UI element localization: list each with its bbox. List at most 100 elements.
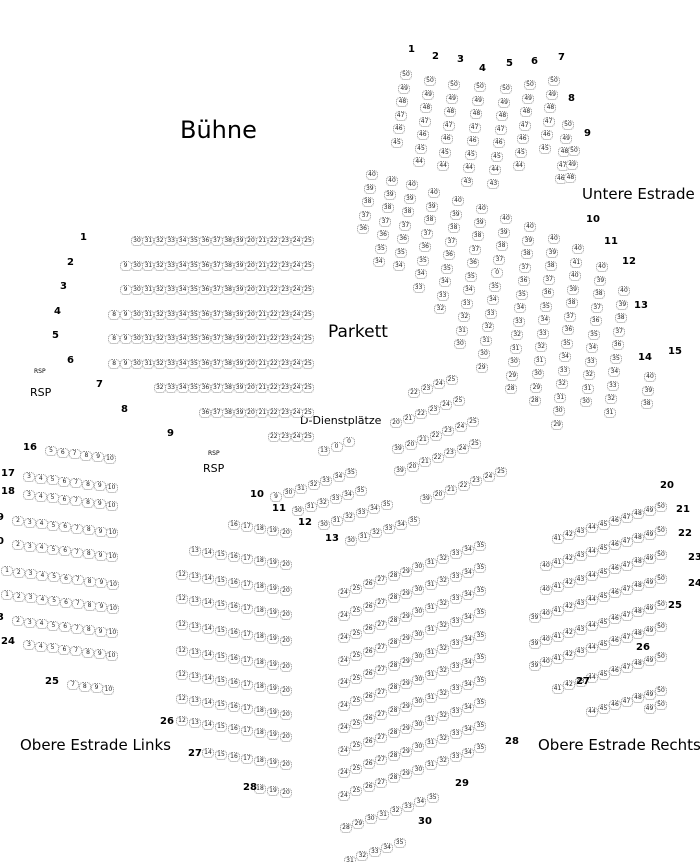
seat[interactable]: 7 <box>68 449 81 459</box>
seat[interactable]: 46 <box>609 614 621 624</box>
seat[interactable]: 39 <box>233 407 246 418</box>
seat[interactable]: 26 <box>362 669 375 680</box>
seat[interactable]: 22 <box>267 260 280 271</box>
seat[interactable]: 17 <box>241 754 253 764</box>
seat[interactable]: 34 <box>462 590 474 600</box>
seat[interactable]: 22 <box>457 480 470 491</box>
seat[interactable]: 10 <box>106 628 119 638</box>
seat[interactable]: 36 <box>397 234 410 244</box>
seat[interactable]: 41 <box>551 533 564 544</box>
seat[interactable]: 36 <box>199 358 212 369</box>
seat[interactable]: 4 <box>34 473 47 484</box>
seat[interactable]: 0 <box>491 268 504 278</box>
seat[interactable]: 39 <box>522 235 535 246</box>
seat[interactable]: 40 <box>500 214 512 224</box>
seat[interactable]: 24 <box>482 471 495 482</box>
seat[interactable]: 25 <box>469 439 481 449</box>
seat[interactable]: 20 <box>245 334 257 344</box>
seat[interactable]: 37 <box>591 302 604 313</box>
seat[interactable]: 40 <box>572 244 584 254</box>
seat[interactable]: 49 <box>472 95 485 106</box>
seat[interactable]: 49 <box>398 83 411 94</box>
seat[interactable]: 31 <box>603 407 616 418</box>
seat[interactable]: 12 <box>176 646 188 656</box>
seat[interactable]: 31 <box>344 855 356 862</box>
seat[interactable]: 44 <box>463 163 476 173</box>
seat[interactable]: 9 <box>270 492 282 502</box>
seat[interactable]: 47 <box>418 116 431 127</box>
seat[interactable]: 31 <box>424 760 437 771</box>
seat[interactable]: 28 <box>387 570 400 581</box>
seat[interactable]: 5 <box>46 493 59 503</box>
seat[interactable]: 28 <box>387 660 400 671</box>
seat[interactable]: 8 <box>82 549 95 559</box>
seat[interactable]: 33 <box>557 365 570 376</box>
seat[interactable]: 29 <box>506 370 519 381</box>
seat[interactable]: 17 <box>241 630 253 640</box>
seat[interactable]: 35 <box>441 263 453 274</box>
seat[interactable]: 40 <box>428 188 440 198</box>
seat[interactable]: 24 <box>338 768 350 778</box>
seat[interactable]: 4 <box>34 491 47 502</box>
seat[interactable]: 24 <box>290 432 303 442</box>
seat[interactable]: 44 <box>489 165 502 175</box>
seat[interactable]: 49 <box>422 89 435 100</box>
seat[interactable]: 10 <box>105 500 118 511</box>
seat[interactable]: 29 <box>551 419 564 430</box>
seat[interactable]: 23 <box>420 383 433 394</box>
seat[interactable]: 36 <box>443 250 456 260</box>
seat[interactable]: 8 <box>82 525 95 535</box>
seat[interactable]: 5 <box>47 544 60 555</box>
seat[interactable]: 33 <box>584 356 597 367</box>
seat[interactable]: 34 <box>368 504 380 514</box>
seat[interactable]: 36 <box>199 383 212 393</box>
seat[interactable]: 10 <box>102 684 115 695</box>
seat[interactable]: 49 <box>643 703 656 714</box>
seat[interactable]: 20 <box>404 439 417 450</box>
seat[interactable]: 8 <box>83 576 96 587</box>
seat[interactable]: 28 <box>387 773 400 784</box>
seat[interactable]: 38 <box>520 249 533 259</box>
seat[interactable]: 20 <box>280 610 292 620</box>
seat[interactable]: 46 <box>609 666 621 676</box>
seat[interactable]: 7 <box>71 575 84 585</box>
seat[interactable]: 48 <box>632 693 644 703</box>
seat[interactable]: 18 <box>254 682 266 692</box>
seat[interactable]: 45 <box>415 143 427 154</box>
seat[interactable]: 44 <box>586 621 598 631</box>
seat[interactable]: 13 <box>189 696 201 706</box>
seat[interactable]: 28 <box>340 823 352 833</box>
seat[interactable]: 31 <box>424 602 437 613</box>
seat[interactable]: 36 <box>199 285 212 295</box>
seat[interactable]: 24 <box>338 745 350 756</box>
seat[interactable]: 30 <box>412 584 425 595</box>
seat[interactable]: 24 <box>454 421 467 432</box>
seat[interactable]: 14 <box>202 650 214 660</box>
seat[interactable]: 27 <box>375 755 388 766</box>
seat[interactable]: 40 <box>540 657 552 667</box>
seat[interactable]: 32 <box>437 553 450 564</box>
seat[interactable]: 32 <box>535 342 548 352</box>
seat[interactable]: 39 <box>233 358 246 369</box>
seat[interactable]: 14 <box>202 748 214 758</box>
seat[interactable]: 8 <box>78 681 91 692</box>
seat[interactable]: 31 <box>142 334 155 344</box>
seat[interactable]: 32 <box>153 383 166 393</box>
seat[interactable]: 35 <box>188 236 200 246</box>
seat[interactable]: 39 <box>449 209 462 220</box>
seat[interactable]: 23 <box>279 407 292 418</box>
seat[interactable]: 50 <box>655 700 667 710</box>
seat[interactable]: 38 <box>401 207 414 217</box>
seat[interactable]: 25 <box>302 285 314 295</box>
seat[interactable]: 4 <box>34 641 47 652</box>
seat[interactable]: 36 <box>199 334 212 344</box>
seat[interactable]: 5 <box>45 446 57 456</box>
seat[interactable]: 31 <box>142 309 155 320</box>
seat[interactable]: 32 <box>437 643 450 654</box>
seat[interactable]: 18 <box>254 658 266 668</box>
seat[interactable]: 33 <box>606 380 619 391</box>
seat[interactable]: 35 <box>380 500 393 510</box>
seat[interactable]: 50 <box>655 574 667 584</box>
seat[interactable]: 9 <box>119 285 132 295</box>
seat[interactable]: 30 <box>412 697 425 708</box>
